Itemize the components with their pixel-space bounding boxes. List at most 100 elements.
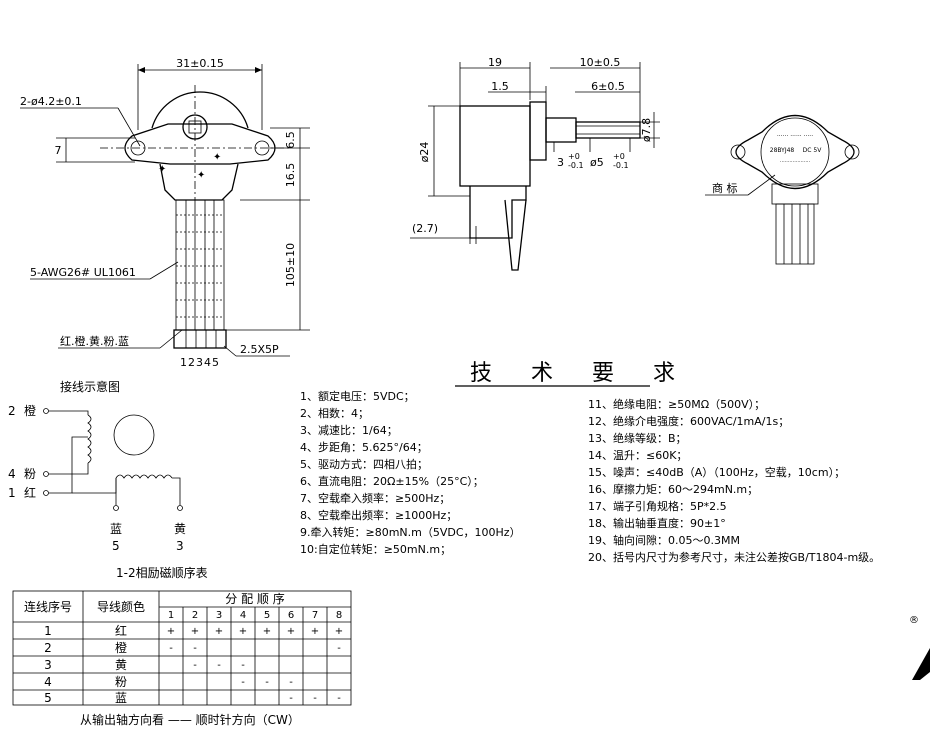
spec-item: 3、减速比：1/64；	[300, 424, 398, 437]
step-header: 4	[240, 610, 246, 621]
trademark-label: 商 标	[712, 181, 738, 195]
spec-item: 14、温升：≤60K；	[588, 449, 687, 462]
svg-text:+0: +0	[613, 152, 625, 161]
connector-spec: 2.5X5P	[240, 343, 279, 356]
spec-item: 7、空载牵入频率：≥500Hz；	[300, 491, 450, 505]
tech-title: 技 术 要 求	[470, 361, 691, 386]
lead-4-num: 4	[8, 467, 16, 481]
wiring-diagram: 接线示意图 2 橙 4 粉 1 红 蓝 5 黄 3 1-2相励磁顺序表	[8, 379, 208, 580]
wire-spec: 5-AWG26# UL1061	[30, 266, 136, 279]
lead-5-num: 5	[112, 539, 120, 553]
lead-3-num: 3	[176, 539, 184, 553]
logo-fragment	[912, 648, 930, 680]
spec-item: 9.牵入转矩：≥80mN.m（5VDC，100Hz）	[300, 525, 521, 539]
spec-item: 17、端子引角规格：5P*2.5	[588, 499, 727, 513]
row-number: 1	[44, 624, 52, 638]
spec-item: 16、摩擦力矩：60～294mN.m；	[588, 482, 758, 496]
sequence-table: 连线序号 导线颜色 分 配 顺 序 1 2 3 4 5 6 7 8 1 红 + …	[12, 590, 352, 727]
cell: -	[289, 677, 293, 688]
row-color: 蓝	[115, 691, 127, 705]
pin-numbers: 12345	[180, 356, 220, 369]
lead-2-color: 橙	[24, 403, 36, 418]
cell: -	[265, 677, 269, 688]
side-view: 19 10±0.5 1.5 6±0.5 ø24 ø7.8 3	[410, 56, 660, 271]
spec-item: 1、额定电压：5VDC；	[300, 389, 415, 403]
cell: -	[289, 693, 293, 704]
cell: -	[193, 660, 197, 671]
step-header: 8	[336, 610, 342, 621]
dim-27: (2.7)	[412, 222, 438, 235]
lead-2-num: 2	[8, 404, 16, 418]
cell: -	[193, 643, 197, 654]
spec-list-right: 11、绝缘电阻：≥50MΩ（500V）； 12、绝缘介电强度：600VAC/1m…	[588, 397, 880, 564]
sequence-title: 1-2相励磁顺序表	[116, 565, 208, 580]
svg-text:✦: ✦	[197, 170, 205, 181]
cell: +	[263, 626, 271, 637]
dia-78: ø7.8	[640, 118, 653, 142]
dim-10: 10±0.5	[580, 56, 621, 69]
row-number: 2	[44, 641, 52, 655]
spec-item: 2、相数：4；	[300, 407, 369, 420]
spec-item: 4、步距角：5.625°/64；	[300, 441, 428, 454]
dia-5: ø5	[590, 156, 604, 169]
row-number: 5	[44, 691, 52, 705]
lead-3-color: 黄	[174, 522, 186, 536]
registered-mark: ®	[909, 615, 919, 626]
table-row: 2 橙 - - -	[44, 640, 341, 655]
svg-text:······ ······ ·····: ······ ······ ·····	[777, 133, 813, 140]
dia-24: ø24	[418, 142, 431, 163]
cell: -	[241, 660, 245, 671]
row-color: 粉	[115, 675, 127, 689]
row-color: 黄	[115, 658, 127, 672]
spec-list-left: 1、额定电压：5VDC； 2、相数：4； 3、减速比：1/64； 4、步距角：5…	[300, 389, 521, 556]
step-header: 7	[312, 610, 318, 621]
table-row: 5 蓝 - - -	[44, 691, 341, 705]
cell: -	[313, 693, 317, 704]
step-header: 6	[288, 610, 294, 621]
cell: -	[337, 693, 341, 704]
row-number: 3	[44, 658, 52, 672]
cell: +	[311, 626, 319, 637]
spec-item: 19、轴向间隙：0.05～0.3MM	[588, 533, 740, 547]
lead-5-color: 蓝	[110, 522, 122, 536]
svg-text:-0.1: -0.1	[613, 161, 629, 170]
table-row: 3 黄 - - -	[44, 658, 245, 672]
cell: +	[215, 626, 223, 637]
row-color: 红	[115, 623, 127, 638]
table-row: 4 粉 - - -	[44, 675, 293, 689]
cell: +	[167, 626, 175, 637]
header-lead-number: 连线序号	[24, 599, 72, 614]
wiring-title: 接线示意图	[60, 379, 120, 394]
step-header: 5	[264, 610, 270, 621]
svg-text:✦: ✦	[158, 164, 166, 175]
svg-text:-0.1: -0.1	[568, 161, 584, 170]
table-row: 1 红 + + + + + + + +	[44, 623, 343, 638]
cell: +	[191, 626, 199, 637]
cell: +	[239, 626, 247, 637]
width-dimension: 31±0.15	[176, 57, 224, 70]
lead-4-color: 粉	[24, 467, 36, 481]
dim-7: 7	[55, 144, 62, 157]
hole-dimension: 2-ø4.2±0.1	[20, 95, 82, 108]
lead-length: 105±10	[284, 243, 297, 287]
label-view: ······ ······ ····· 28BYJ48 DC 5V ······…	[705, 114, 860, 265]
spec-item: 15、噪声：≤40dB（A）（100Hz，空载，10cm）；	[588, 465, 845, 479]
dim-15: 1.5	[491, 80, 509, 93]
dim-3: 3	[557, 156, 564, 169]
row-number: 4	[44, 675, 52, 689]
row-color: 橙	[115, 640, 127, 655]
cell: -	[241, 677, 245, 688]
svg-text:+0: +0	[568, 152, 580, 161]
spec-item: 8、空载牵出频率：≥1000Hz；	[300, 508, 457, 522]
cell: -	[337, 643, 341, 654]
dim-19: 19	[488, 56, 502, 69]
spec-item: 18、输出轴垂直度：90±1°	[588, 516, 726, 530]
cell: -	[169, 643, 173, 654]
lead-1-color: 红	[24, 485, 36, 500]
label-model: 28BYJ48	[770, 147, 795, 154]
step-header: 2	[192, 610, 198, 621]
label-voltage: DC 5V	[803, 147, 823, 154]
cell: +	[335, 626, 343, 637]
svg-text:···················: ···················	[780, 159, 811, 165]
